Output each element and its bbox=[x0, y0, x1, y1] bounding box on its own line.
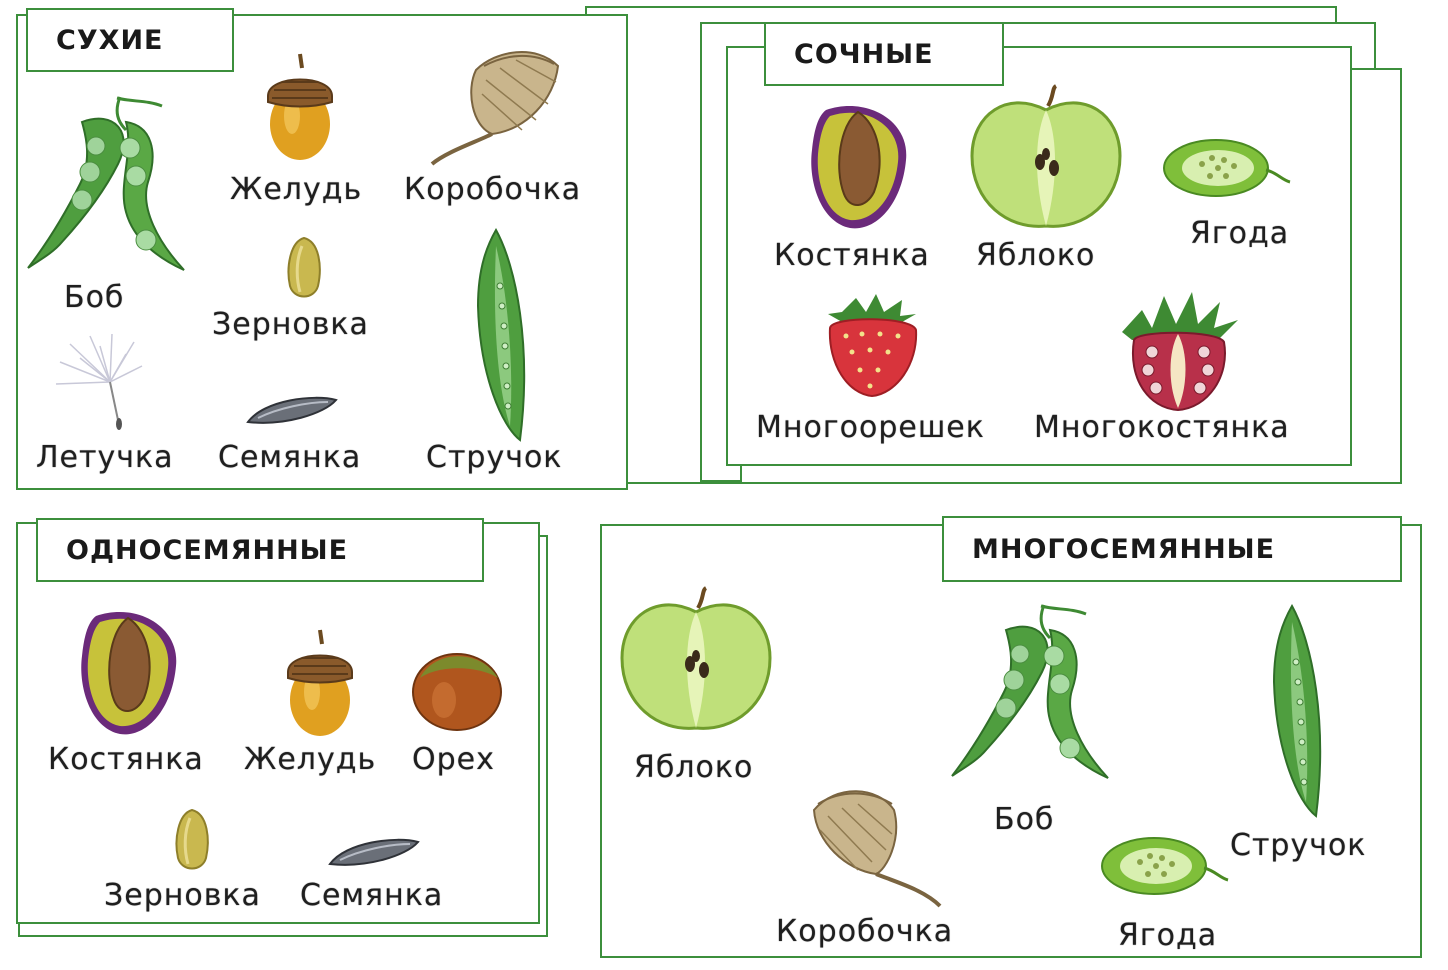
berry-illustration bbox=[1160, 136, 1292, 200]
drupe-illustration bbox=[76, 606, 182, 740]
label-dry-bean: Боб bbox=[64, 280, 124, 315]
label-single-acorn: Желудь bbox=[244, 742, 376, 777]
samara-illustration bbox=[50, 332, 144, 432]
apple-illustration bbox=[968, 86, 1124, 232]
label-multi-berry: Ягода bbox=[1118, 918, 1217, 953]
label-juicy-apple: Яблоко bbox=[976, 238, 1095, 273]
label-single-caryopsis: Зерновка bbox=[104, 878, 261, 913]
panel-juicy-title: СОЧНЫЕ bbox=[764, 22, 1004, 86]
label-dry-samara: Летучка bbox=[36, 440, 173, 475]
label-single-drupe: Костянка bbox=[48, 742, 204, 777]
label-juicy-berry: Ягода bbox=[1190, 216, 1289, 251]
raspberry-illustration bbox=[1112, 290, 1244, 414]
label-juicy-multidrupe: Многокостянка bbox=[1034, 410, 1290, 445]
nut-illustration bbox=[410, 648, 504, 732]
bean-illustration bbox=[946, 600, 1116, 785]
achene-illustration bbox=[326, 834, 420, 870]
capsule-illustration bbox=[806, 770, 946, 910]
caryopsis-illustration bbox=[282, 234, 326, 304]
caryopsis-illustration bbox=[170, 806, 214, 876]
berry-illustration bbox=[1098, 834, 1230, 898]
label-juicy-drupe: Костянка bbox=[774, 238, 930, 273]
panel-dry-title: СУХИЕ bbox=[26, 8, 234, 72]
label-multi-capsule: Коробочка bbox=[776, 914, 953, 949]
label-dry-acorn: Желудь bbox=[230, 172, 362, 207]
label-single-achene: Семянка bbox=[300, 878, 443, 913]
label-dry-capsule: Коробочка bbox=[404, 172, 581, 207]
pod-illustration bbox=[466, 226, 546, 444]
achene-illustration bbox=[244, 392, 338, 428]
label-dry-achene: Семянка bbox=[218, 440, 361, 475]
label-multi-apple: Яблоко bbox=[634, 750, 753, 785]
label-juicy-multinut: Многоорешек bbox=[756, 410, 985, 445]
panel-single-seed-title: ОДНОСЕМЯННЫЕ bbox=[36, 518, 484, 582]
drupe-illustration bbox=[806, 100, 912, 234]
acorn-illustration bbox=[262, 52, 338, 162]
acorn-illustration bbox=[282, 628, 358, 738]
strawberry-illustration bbox=[822, 290, 922, 400]
label-dry-caryopsis: Зерновка bbox=[212, 307, 369, 342]
capsule-illustration bbox=[426, 30, 566, 170]
label-dry-pod: Стручок bbox=[426, 440, 562, 475]
label-single-nut: Орех bbox=[412, 742, 495, 777]
label-multi-pod: Стручок bbox=[1230, 828, 1366, 863]
panel-multi-seed-title: МНОГОСЕМЯННЫЕ bbox=[942, 516, 1402, 582]
label-multi-bean: Боб bbox=[994, 802, 1054, 837]
apple-illustration bbox=[618, 588, 774, 734]
pod-illustration bbox=[1262, 602, 1342, 820]
bean-illustration bbox=[22, 92, 192, 277]
